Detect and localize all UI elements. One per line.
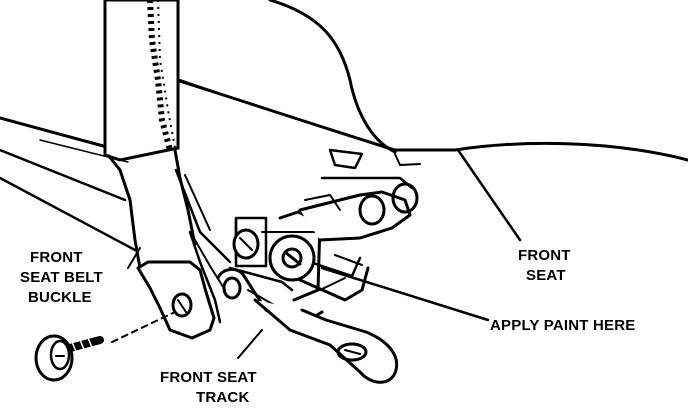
seat-cushion	[168, 0, 688, 170]
leader-lines	[111, 148, 522, 359]
seat-belt-strap	[103, 0, 197, 269]
label-line: FRONT	[518, 247, 571, 264]
label-line: FRONT	[30, 249, 83, 266]
label-front-seat-track: FRONT SEAT TRACK	[160, 369, 257, 406]
seat-track-foot	[253, 298, 399, 384]
label-line: FRONT SEAT	[160, 369, 257, 386]
label-apply-paint-here: APPLY PAINT HERE	[490, 317, 635, 334]
label-line: TRACK	[196, 389, 250, 406]
label-line: SEAT	[526, 267, 566, 284]
label-line: SEAT BELT	[20, 269, 103, 286]
seat-pivot-hardware	[232, 176, 419, 282]
mounting-bolt	[34, 334, 104, 382]
label-line: BUCKLE	[28, 289, 92, 306]
label-line: APPLY PAINT HERE	[490, 317, 635, 334]
buckle-bracket	[136, 168, 232, 340]
label-front-seat: FRONT SEAT	[518, 247, 571, 284]
label-front-seat-belt-buckle: FRONT SEAT BELT BUCKLE	[20, 249, 103, 306]
